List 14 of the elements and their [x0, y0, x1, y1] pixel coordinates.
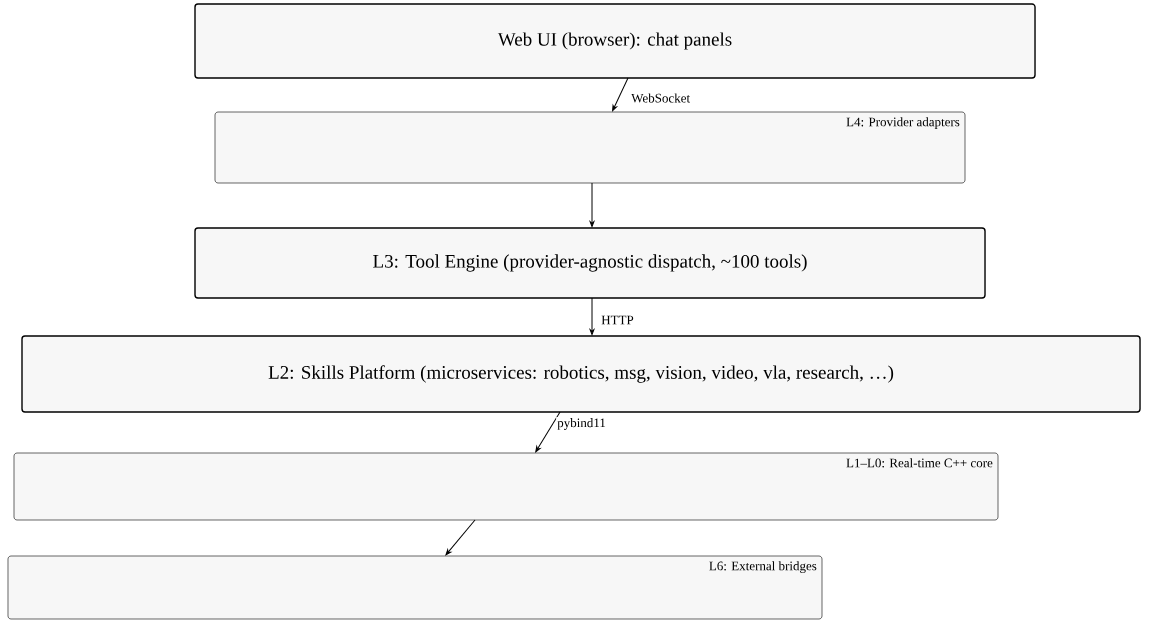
arrow — [589, 182, 595, 228]
arrow — [589, 297, 595, 336]
layer-box: L2: Skills Platform (microservices: robotics, msg, vision, video, vla, research, …) — [21, 335, 1141, 413]
edge-label: pybind11 — [556, 417, 607, 431]
edge-label: WebSocket — [630, 92, 692, 104]
layer-box: L6: External bridges — [7, 555, 823, 620]
layer-box: Web UI (browser): chat panels — [194, 3, 1036, 79]
layer-box: L3: Tool Engine (provider-agnostic dispatch, ~100 tools) — [194, 227, 986, 299]
arrow — [612, 77, 629, 112]
arrow — [535, 411, 561, 453]
edge-label: HTTP — [600, 314, 635, 326]
arrow — [445, 519, 476, 556]
layer-box: L1–L0: Real-time C++ core — [13, 452, 999, 521]
layer-box: L4: Provider adapters — [214, 111, 966, 184]
